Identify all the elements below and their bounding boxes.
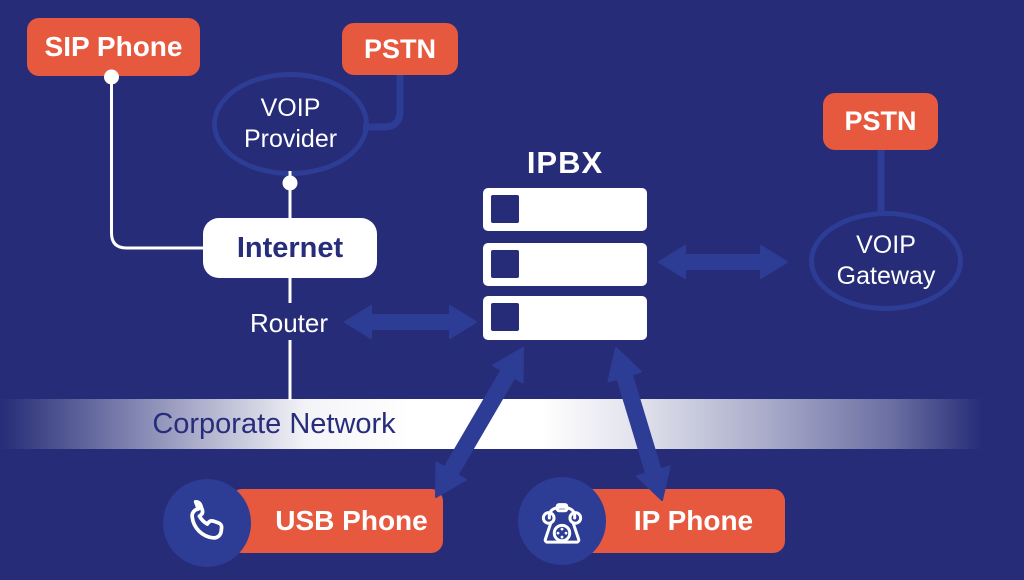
voip-provider-node: VOIP Provider [212, 72, 369, 176]
voip-provider-label-line2: Provider [243, 125, 338, 153]
internet-label: Internet [236, 231, 344, 264]
sip-phone-label: SIP Phone [44, 31, 183, 62]
internet-node: Internet [203, 218, 377, 278]
server-slot-icon [491, 250, 519, 278]
arrow-router-ipbx [344, 305, 477, 339]
rotary-phone-icon [541, 503, 583, 544]
arrow-ipbx-gateway [658, 245, 788, 279]
server-unit-2 [483, 243, 647, 286]
ip-phone-circle [518, 477, 606, 565]
phone-handset-icon [190, 499, 224, 540]
pstn-right-node: PSTN [823, 93, 938, 150]
pstn-right-label: PSTN [844, 106, 917, 136]
sip-phone-node: SIP Phone [27, 18, 200, 76]
pstn-top-label: PSTN [363, 33, 436, 64]
server-slot-icon [491, 303, 519, 331]
usb-phone-circle [163, 479, 251, 567]
server-unit-3 [483, 296, 647, 340]
junction-dot [282, 175, 298, 191]
connector-sip-internet [110, 75, 203, 250]
usb-phone-label: USB Phone [275, 505, 428, 536]
usb-phone-node: USB Phone [230, 489, 443, 553]
router-label: Router [249, 308, 329, 338]
voip-gateway-label-line2: Gateway [836, 262, 936, 290]
corporate-network-label: Corporate Network [152, 407, 396, 440]
ipbx-title: IPBX [526, 145, 604, 180]
pstn-top-node: PSTN [342, 23, 458, 75]
voip-provider-label-line1: VOIP [260, 93, 321, 122]
ip-phone-label: IP Phone [633, 505, 754, 536]
voip-gateway-label-line1: VOIP [856, 230, 916, 259]
server-slot-icon [491, 195, 519, 223]
server-unit-1 [483, 188, 647, 231]
voip-gateway-node: VOIP Gateway [809, 211, 963, 311]
